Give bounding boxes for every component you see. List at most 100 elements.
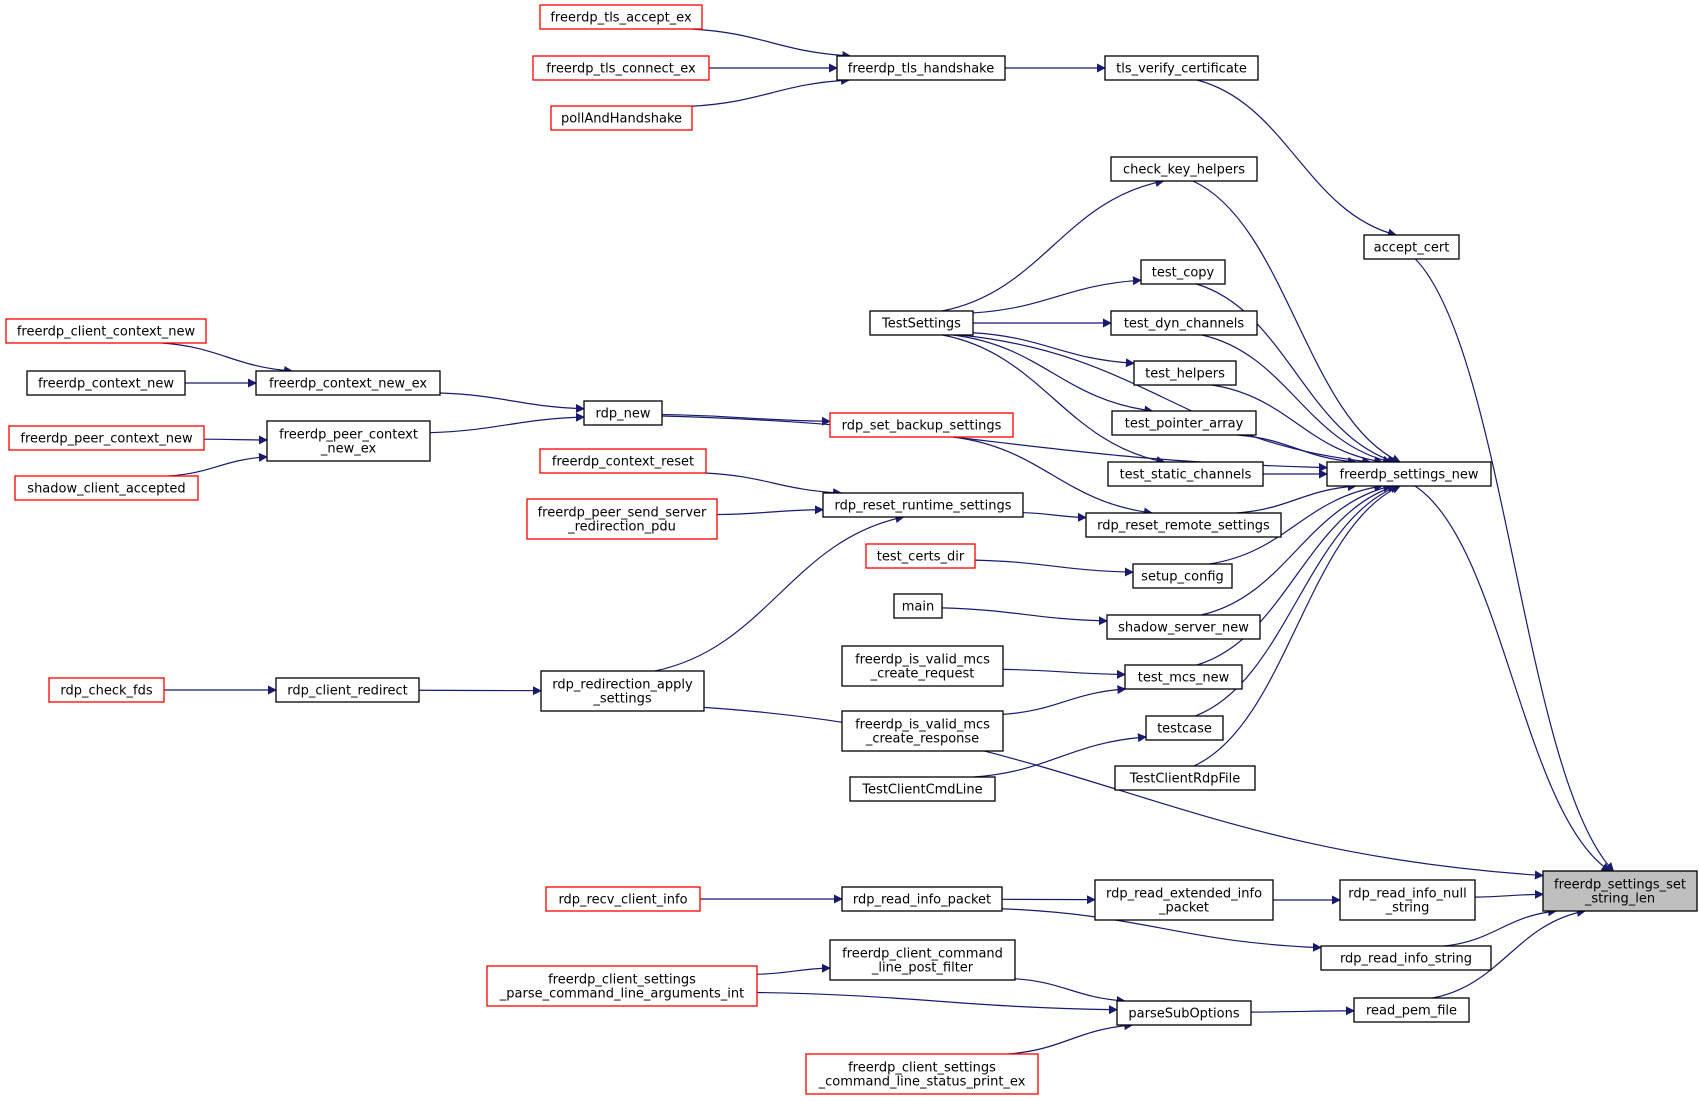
node-box[interactable] — [1106, 614, 1261, 640]
node-box[interactable] — [1339, 879, 1476, 921]
node-box[interactable] — [1145, 715, 1224, 741]
node-box[interactable] — [539, 448, 707, 474]
node-status-print[interactable]: freerdp_client_settings_command_line_sta… — [805, 1053, 1039, 1095]
node-box[interactable] — [1107, 461, 1264, 487]
node-ctx-reset[interactable]: freerdp_context_reset — [539, 448, 707, 474]
node-check-key[interactable]: check_key_helpers — [1110, 156, 1258, 182]
node-test-static[interactable]: test_static_channels — [1107, 461, 1264, 487]
node-box[interactable] — [1124, 664, 1243, 690]
node-redir-apply[interactable]: rdp_redirection_apply_settings — [540, 670, 705, 712]
node-box[interactable] — [849, 776, 996, 802]
node-box[interactable] — [266, 420, 431, 462]
node-main[interactable]: main — [893, 593, 943, 619]
node-ctx-new[interactable]: freerdp_context_new — [26, 370, 186, 396]
node-test-pointer[interactable]: test_pointer_array — [1111, 410, 1257, 436]
node-cmd-post-filter[interactable]: freerdp_client_command_line_post_filter — [829, 939, 1016, 981]
node-test-helpers[interactable]: test_helpers — [1133, 360, 1237, 386]
node-reset-runtime[interactable]: rdp_reset_runtime_settings — [822, 492, 1024, 518]
node-box[interactable] — [26, 370, 186, 396]
node-box[interactable] — [1132, 563, 1233, 589]
node-reset-remote[interactable]: rdp_reset_remote_settings — [1085, 512, 1282, 538]
node-box[interactable] — [1353, 997, 1470, 1023]
node-box[interactable] — [1104, 55, 1259, 81]
node-setup-config[interactable]: setup_config — [1132, 563, 1233, 589]
node-box[interactable] — [532, 55, 710, 81]
node-box[interactable] — [829, 939, 1016, 981]
node-box[interactable] — [14, 475, 199, 501]
node-box[interactable] — [486, 965, 758, 1007]
node-client-cmdline[interactable]: TestClientCmdLine — [849, 776, 996, 802]
node-box[interactable] — [893, 593, 943, 619]
node-box[interactable] — [1114, 765, 1256, 791]
node-client-rdpfile[interactable]: TestClientRdpFile — [1114, 765, 1256, 791]
node-box[interactable] — [1110, 310, 1258, 336]
node-rdp-new[interactable]: rdp_new — [583, 400, 663, 426]
node-parse-cmd-args[interactable]: freerdp_client_settings_parse_command_li… — [486, 965, 758, 1007]
node-shadow-accepted[interactable]: shadow_client_accepted — [14, 475, 199, 501]
node-box[interactable] — [275, 677, 420, 703]
node-box[interactable] — [1542, 870, 1698, 912]
node-read-pem[interactable]: read_pem_file — [1353, 997, 1470, 1023]
node-box[interactable] — [1363, 234, 1460, 260]
node-box[interactable] — [836, 55, 1006, 81]
node-accept-cert[interactable]: accept_cert — [1363, 234, 1460, 260]
node-check-fds[interactable]: rdp_check_fds — [48, 677, 165, 703]
node-box[interactable] — [841, 645, 1004, 687]
node-box[interactable] — [1111, 410, 1257, 436]
node-tls-handshake[interactable]: freerdp_tls_handshake — [836, 55, 1006, 81]
node-set-backup[interactable]: rdp_set_backup_settings — [829, 412, 1014, 438]
node-box[interactable] — [1133, 360, 1237, 386]
node-poll[interactable]: pollAndHandshake — [550, 105, 693, 131]
node-box[interactable] — [539, 4, 703, 30]
node-read-info-packet[interactable]: rdp_read_info_packet — [841, 886, 1003, 912]
node-box[interactable] — [1140, 259, 1226, 285]
node-read-ext-info[interactable]: rdp_read_extended_info_packet — [1094, 879, 1274, 921]
node-box[interactable] — [1116, 1000, 1252, 1026]
node-box[interactable] — [1110, 156, 1258, 182]
node-box[interactable] — [1320, 945, 1492, 971]
node-box[interactable] — [1085, 512, 1282, 538]
node-box[interactable] — [841, 886, 1003, 912]
node-box[interactable] — [822, 492, 1024, 518]
node-box[interactable] — [255, 370, 441, 396]
node-box[interactable] — [805, 1053, 1039, 1095]
node-test-mcs-new[interactable]: test_mcs_new — [1124, 664, 1243, 690]
node-parse-sub[interactable]: parseSubOptions — [1116, 1000, 1252, 1026]
node-box[interactable] — [829, 412, 1014, 438]
node-test-copy[interactable]: test_copy — [1140, 259, 1226, 285]
node-test-dyn[interactable]: test_dyn_channels — [1110, 310, 1258, 336]
node-box[interactable] — [545, 886, 701, 912]
node-client-ctx-new[interactable]: freerdp_client_context_new — [5, 318, 207, 344]
node-box[interactable] — [5, 318, 207, 344]
node-box[interactable] — [540, 670, 705, 712]
node-tls-connect[interactable]: freerdp_tls_connect_ex — [532, 55, 710, 81]
node-box[interactable] — [1326, 461, 1492, 487]
node-valid-mcs-req[interactable]: freerdp_is_valid_mcs_create_request — [841, 645, 1004, 687]
node-box[interactable] — [550, 105, 693, 131]
node-box[interactable] — [869, 310, 974, 336]
node-box[interactable] — [8, 425, 205, 451]
node-read-info-string[interactable]: rdp_read_info_string — [1320, 945, 1492, 971]
node-box[interactable] — [526, 498, 718, 540]
node-root[interactable]: freerdp_settings_set_string_len — [1542, 870, 1698, 912]
node-box[interactable] — [1094, 879, 1274, 921]
node-settings-new[interactable]: freerdp_settings_new — [1326, 461, 1492, 487]
node-tls-accept[interactable]: freerdp_tls_accept_ex — [539, 4, 703, 30]
node-testsettings[interactable]: TestSettings — [869, 310, 974, 336]
node-box[interactable] — [48, 677, 165, 703]
node-read-info-null[interactable]: rdp_read_info_null_string — [1339, 879, 1476, 921]
node-valid-mcs-resp[interactable]: freerdp_is_valid_mcs_create_response — [841, 710, 1004, 752]
node-client-redirect[interactable]: rdp_client_redirect — [275, 677, 420, 703]
node-ctx-new-ex[interactable]: freerdp_context_new_ex — [255, 370, 441, 396]
node-peer-send-redir[interactable]: freerdp_peer_send_server_redirection_pdu — [526, 498, 718, 540]
node-tls-verify[interactable]: tls_verify_certificate — [1104, 55, 1259, 81]
node-peer-ctx-new-ex[interactable]: freerdp_peer_context_new_ex — [266, 420, 431, 462]
node-recv-client-info[interactable]: rdp_recv_client_info — [545, 886, 701, 912]
node-box[interactable] — [583, 400, 663, 426]
node-shadow-server-new[interactable]: shadow_server_new — [1106, 614, 1261, 640]
node-testcase[interactable]: testcase — [1145, 715, 1224, 741]
node-test-certs-dir[interactable]: test_certs_dir — [865, 543, 976, 569]
node-peer-ctx-new[interactable]: freerdp_peer_context_new — [8, 425, 205, 451]
node-box[interactable] — [865, 543, 976, 569]
node-box[interactable] — [841, 710, 1004, 752]
